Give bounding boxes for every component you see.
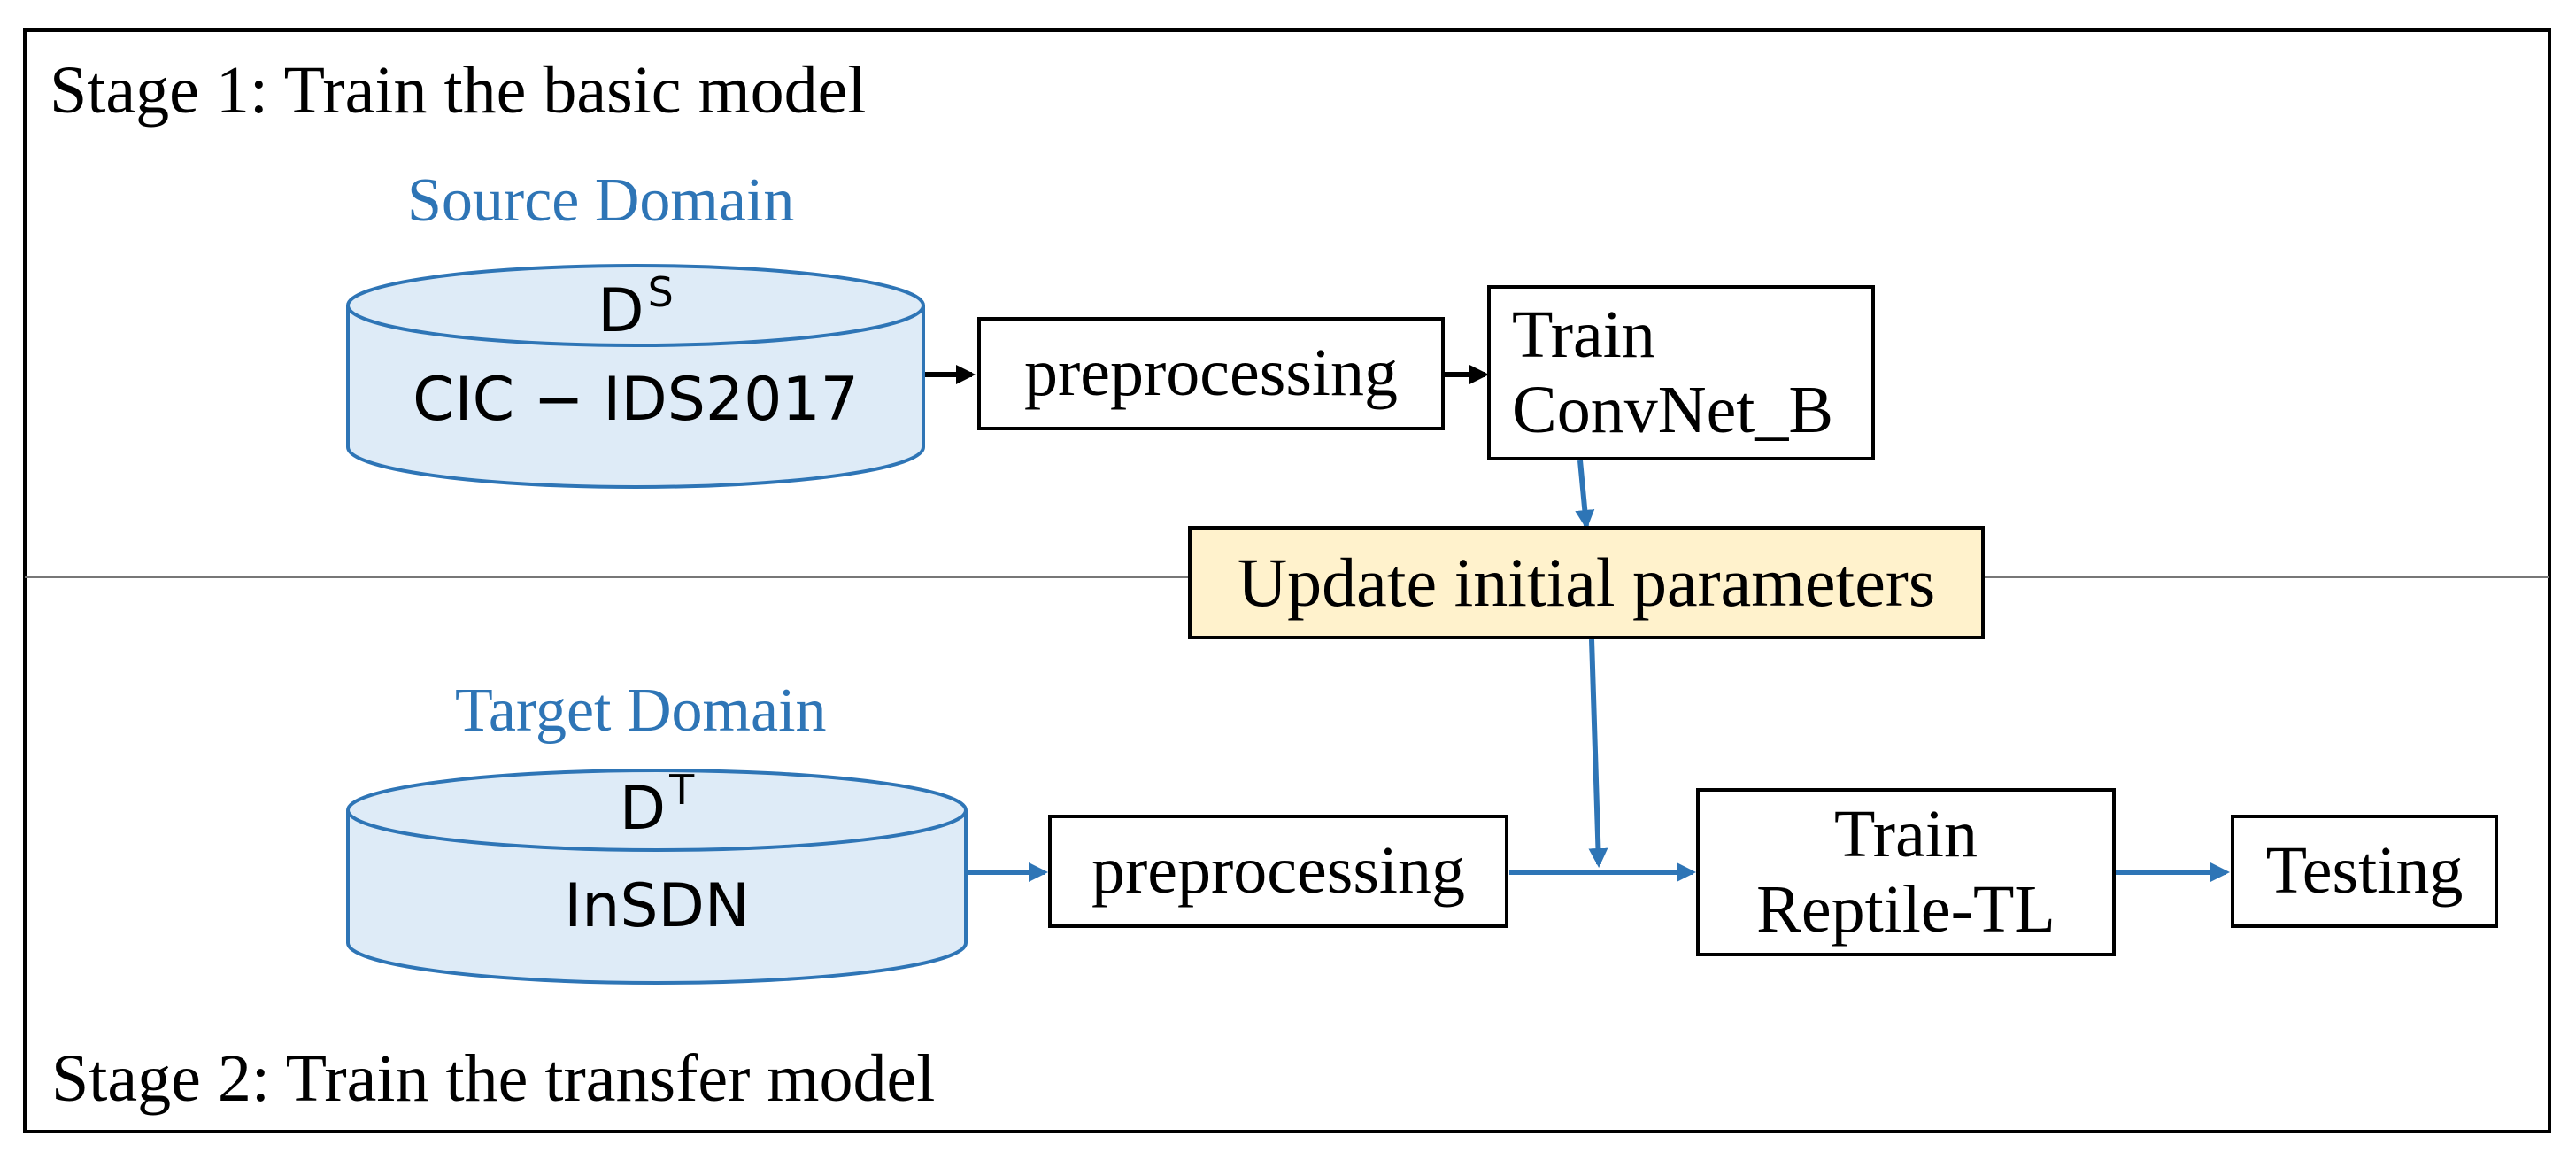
train-convnet-line2: ConvNet_B	[1512, 373, 1834, 447]
source-dataset-d: D	[598, 276, 644, 346]
source-dataset-name: CIC − IDS2017	[413, 365, 859, 435]
target-dataset-superscript: T	[669, 766, 695, 814]
train-convnet-box: Train ConvNet_B	[1487, 285, 1875, 460]
target-domain-label: Target Domain	[455, 677, 827, 745]
target-dataset-symbol: DT	[568, 769, 745, 839]
stage2-title: Stage 2: Train the transfer model	[51, 1041, 936, 1116]
source-preprocessing-label: preprocessing	[1023, 336, 1399, 411]
testing-box: Testing	[2231, 815, 2498, 928]
target-dataset-name: InSDN	[564, 871, 750, 941]
train-reptile-box: Train Reptile-TL	[1696, 788, 2116, 956]
outer-frame	[23, 28, 2551, 1133]
source-preprocessing-box: preprocessing	[977, 317, 1445, 430]
update-parameters-box: Update initial parameters	[1188, 526, 1985, 639]
target-preprocessing-box: preprocessing	[1048, 815, 1508, 928]
testing-label: Testing	[2265, 833, 2464, 909]
source-database-cylinder	[346, 264, 925, 489]
source-domain-label: Source Domain	[407, 166, 795, 235]
arrow-update-to-junction	[1588, 638, 1608, 868]
train-reptile-line1: Train	[1834, 796, 1978, 871]
update-parameters-label: Update initial parameters	[1237, 544, 1936, 622]
source-dataset-symbol: DS	[547, 272, 724, 342]
arrow-convnet-to-update	[1575, 460, 1595, 530]
train-convnet-line1: Train	[1512, 297, 1655, 372]
target-preprocessing-label: preprocessing	[1091, 833, 1466, 909]
target-database-cylinder	[346, 769, 968, 985]
target-dataset-d: D	[619, 774, 667, 844]
stage1-title: Stage 1: Train the basic model	[50, 53, 867, 128]
source-dataset-superscript: S	[647, 268, 674, 316]
train-reptile-line2: Reptile-TL	[1756, 872, 2055, 947]
